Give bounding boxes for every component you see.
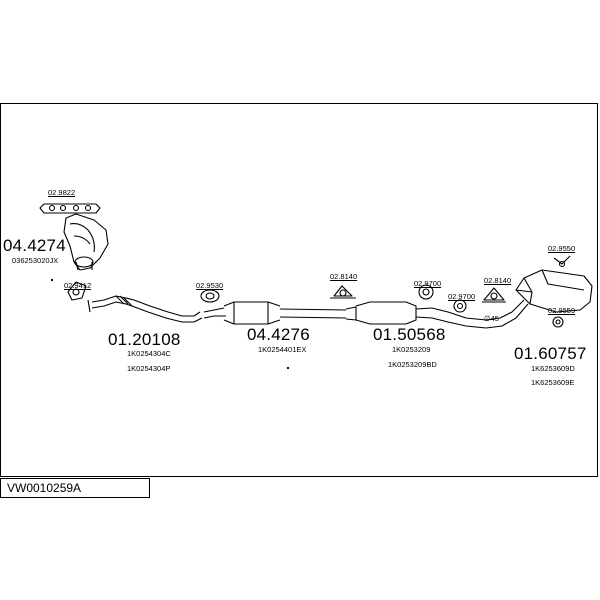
part-number: 02.9700 xyxy=(448,292,476,301)
catalytic-converter-icon xyxy=(223,301,347,325)
oem-reference: 1K0254304C xyxy=(127,349,171,358)
oem-reference: 1K0253209BD xyxy=(388,360,437,369)
diagram-frame xyxy=(0,103,598,477)
gasket-icon xyxy=(200,289,220,303)
manifold-catalyst-icon xyxy=(63,213,109,271)
part-number: 02.9550 xyxy=(548,244,576,253)
manifold-gasket-icon xyxy=(39,203,101,214)
front-pipe-icon xyxy=(87,295,203,323)
pipe-clamp-icon xyxy=(418,284,434,300)
oem-reference: 1K6253609D xyxy=(531,364,575,373)
part-number: 04.4276 xyxy=(247,325,310,344)
part-number: 02.8140 xyxy=(484,276,512,285)
diagram-code: VW0010259A xyxy=(0,478,150,498)
rear-muffler-icon xyxy=(515,269,593,313)
part-number: 02.9559 xyxy=(548,306,576,315)
part-number: 02.8140 xyxy=(330,272,358,281)
part-number: 01.20108 xyxy=(108,330,181,349)
middle-muffler-icon xyxy=(345,299,529,329)
part-number: 02.9700 xyxy=(414,279,442,288)
part-number: 01.60757 xyxy=(514,344,587,363)
part-number: 01.50568 xyxy=(373,325,446,344)
part-number: 02.9412 xyxy=(64,281,92,290)
part-number: 02.9530 xyxy=(196,281,224,290)
oem-reference: 1K0254304P xyxy=(127,364,171,373)
part-number: 02.9822 xyxy=(48,188,76,197)
part-number: 04.4274 xyxy=(3,236,66,255)
oem-reference: 036253020JX xyxy=(12,256,59,265)
oem-reference: 1K0253209 xyxy=(392,345,431,354)
hanger-icon xyxy=(552,316,564,328)
rubber-mount-icon xyxy=(482,287,506,303)
hanger-icon xyxy=(553,255,571,268)
clamp-icon xyxy=(67,281,87,301)
oem-reference: 1K6253609E xyxy=(531,378,575,387)
rubber-mount-icon xyxy=(330,285,356,299)
angle-note: ∅45 xyxy=(484,314,499,323)
pipe-clamp-icon xyxy=(453,299,467,313)
oem-reference: 1K0254401EX xyxy=(258,345,307,354)
